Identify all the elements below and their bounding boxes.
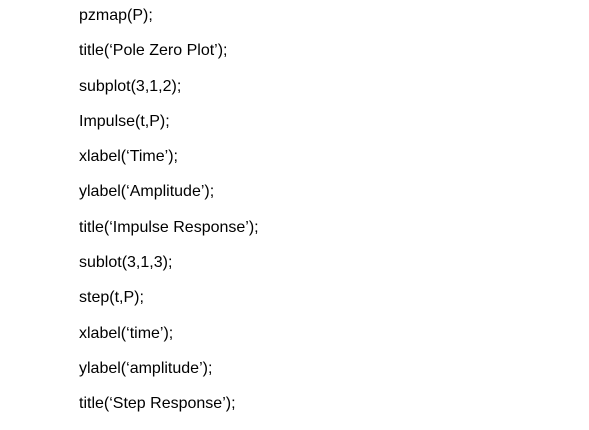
code-line: ylabel(‘Amplitude’); bbox=[79, 183, 215, 201]
code-block: pzmap(P); title(‘Pole Zero Plot’); subpl… bbox=[79, 6, 259, 430]
code-line: ylabel(‘amplitude’); bbox=[79, 359, 213, 377]
code-line: step(t,P); bbox=[79, 289, 144, 307]
code-line: sublot(3,1,3); bbox=[79, 254, 173, 272]
code-line: pzmap(P); bbox=[79, 7, 153, 24]
code-line: title(‘Step Response’); bbox=[79, 395, 236, 413]
code-line: subplot(3,1,2); bbox=[79, 77, 182, 95]
code-line: Impulse(t,P); bbox=[79, 112, 170, 130]
code-line: xlabel(‘Time’); bbox=[79, 148, 178, 166]
code-line: title(‘Impulse Response’); bbox=[79, 218, 259, 236]
code-line: xlabel(‘time’); bbox=[79, 324, 174, 342]
code-line: title(‘Pole Zero Plot’); bbox=[79, 42, 228, 60]
